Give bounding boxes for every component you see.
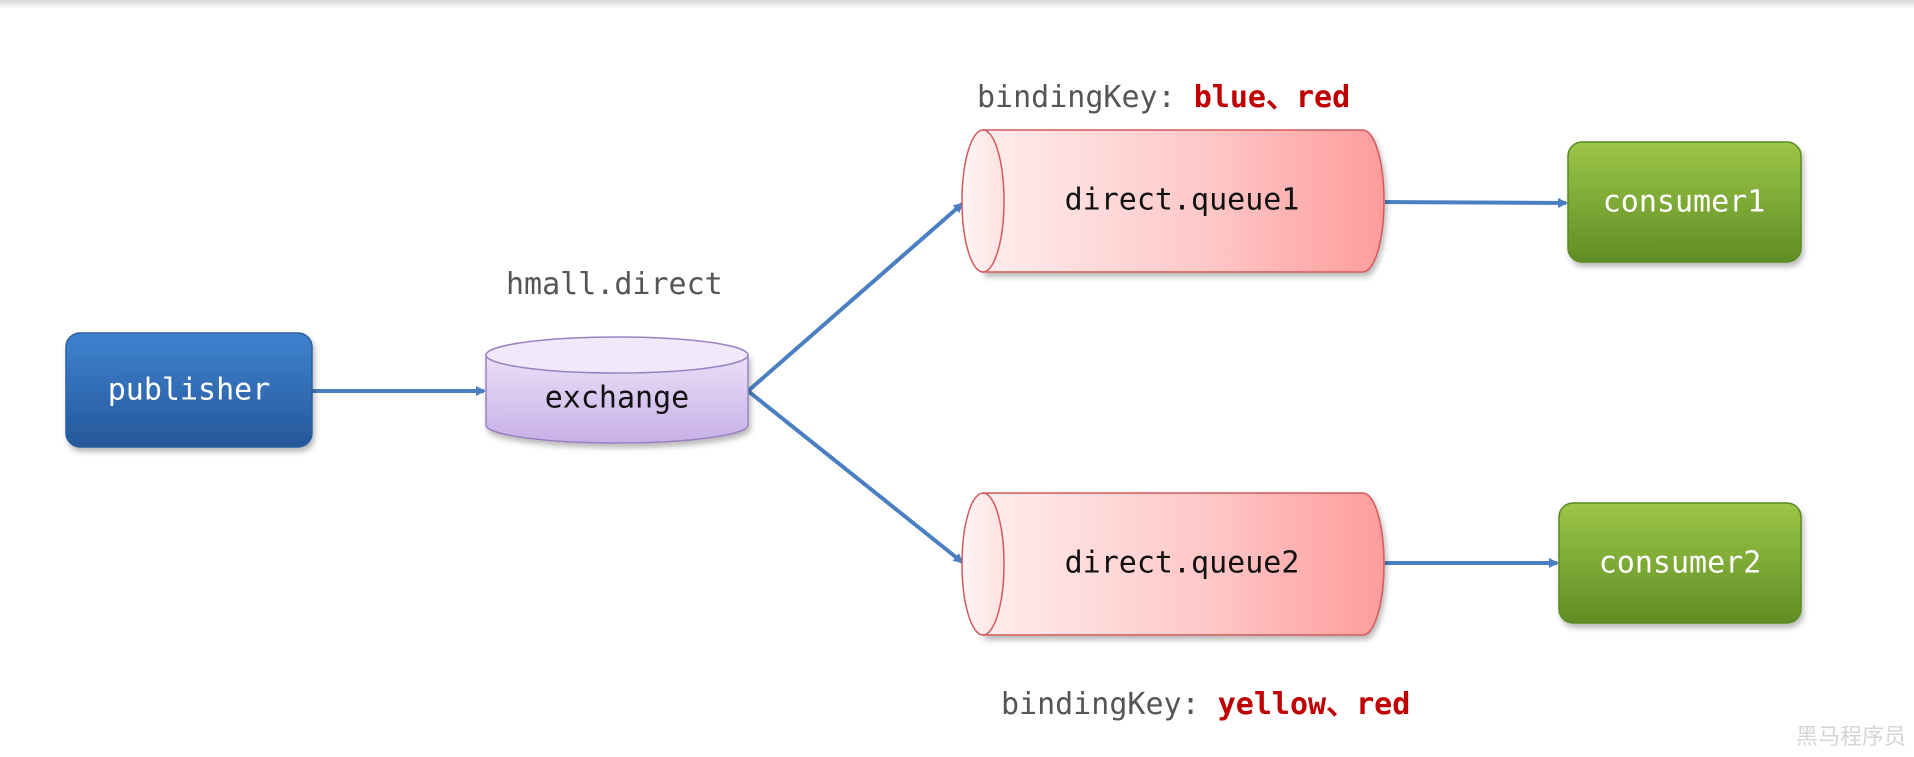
binding-key-prefix-queue2: bindingKey: (1001, 687, 1218, 722)
top-border (0, 0, 1914, 8)
consumer2-label: consumer2 (1599, 546, 1762, 581)
queue1-node: direct.queue1 (961, 129, 1385, 273)
publisher-label: publisher (108, 373, 271, 408)
arrow-exchange-to-queue2 (746, 389, 964, 564)
binding-key-label-queue1: bindingKey: blue、red (977, 80, 1350, 115)
arrow-queue1-to-consumer1 (1384, 197, 1568, 208)
exchange-node: exchange (485, 336, 749, 444)
exchange-name-label: hmall.direct (506, 267, 723, 302)
queue2-label: direct.queue2 (1065, 546, 1300, 581)
exchange-label: exchange (545, 381, 690, 416)
queue2-node: direct.queue2 (961, 492, 1385, 636)
arrow-exchange-to-queue1 (746, 202, 964, 393)
queue1-label: direct.queue1 (1065, 183, 1300, 218)
watermark-text: 黑马程序员 (1795, 725, 1906, 750)
binding-keys-queue2: yellow、red (1218, 687, 1411, 722)
consumer1-label: consumer1 (1603, 185, 1766, 220)
publisher-node: publisher (65, 332, 313, 448)
binding-keys-queue1: blue、red (1194, 80, 1350, 115)
binding-key-label-queue2: bindingKey: yellow、red (1001, 687, 1410, 722)
consumer2-node: consumer2 (1558, 502, 1802, 624)
binding-key-prefix-queue1: bindingKey: (977, 80, 1194, 115)
consumer1-node: consumer1 (1567, 141, 1802, 263)
